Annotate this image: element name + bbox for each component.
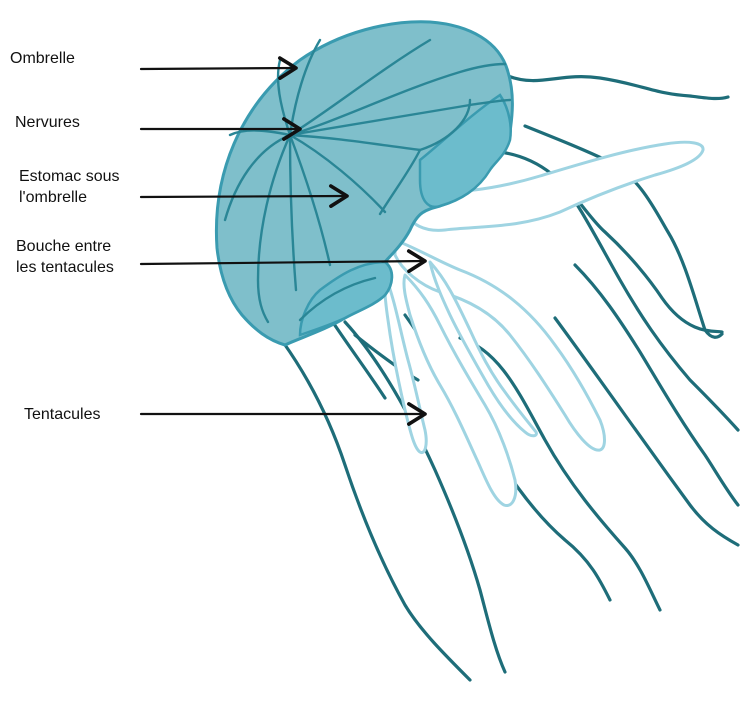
label-estomac-line1: Estomac sous: [19, 166, 119, 187]
tentacle: [575, 265, 738, 505]
label-bouche-line1: Bouche entre: [16, 236, 114, 257]
tentacle: [508, 76, 728, 99]
label-bouche-line2: les tentacules: [16, 257, 114, 278]
label-tentacules: Tentacules: [24, 404, 101, 425]
label-bouche: Bouche entre les tentacules: [16, 236, 114, 278]
tentacle: [330, 318, 385, 398]
label-tentacules-text: Tentacules: [24, 404, 101, 425]
label-ombrelle: Ombrelle: [10, 48, 75, 69]
label-nervures-text: Nervures: [15, 112, 80, 133]
tentacle: [283, 342, 470, 680]
arrow-estomac: [141, 196, 347, 197]
label-ombrelle-text: Ombrelle: [10, 48, 75, 69]
label-estomac-line2: l'ombrelle: [19, 187, 119, 208]
label-nervures: Nervures: [15, 112, 80, 133]
label-estomac: Estomac sous l'ombrelle: [19, 166, 119, 208]
arrow-ombrelle: [141, 68, 296, 69]
